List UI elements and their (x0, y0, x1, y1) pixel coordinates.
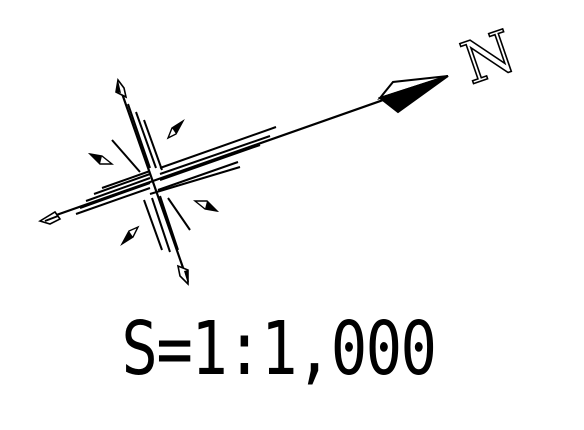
south-tip (38, 210, 62, 225)
north-label: N (453, 17, 523, 98)
north-letter-icon: N (453, 16, 525, 98)
cross-axis-line (116, 81, 190, 283)
scale-ratio-label: S=1:1,000 (121, 306, 437, 392)
axis-hatching (75, 103, 277, 253)
north-axis-line (44, 78, 441, 221)
diagonal-diamonds (87, 118, 220, 247)
arrowhead-filled-half (377, 75, 449, 114)
